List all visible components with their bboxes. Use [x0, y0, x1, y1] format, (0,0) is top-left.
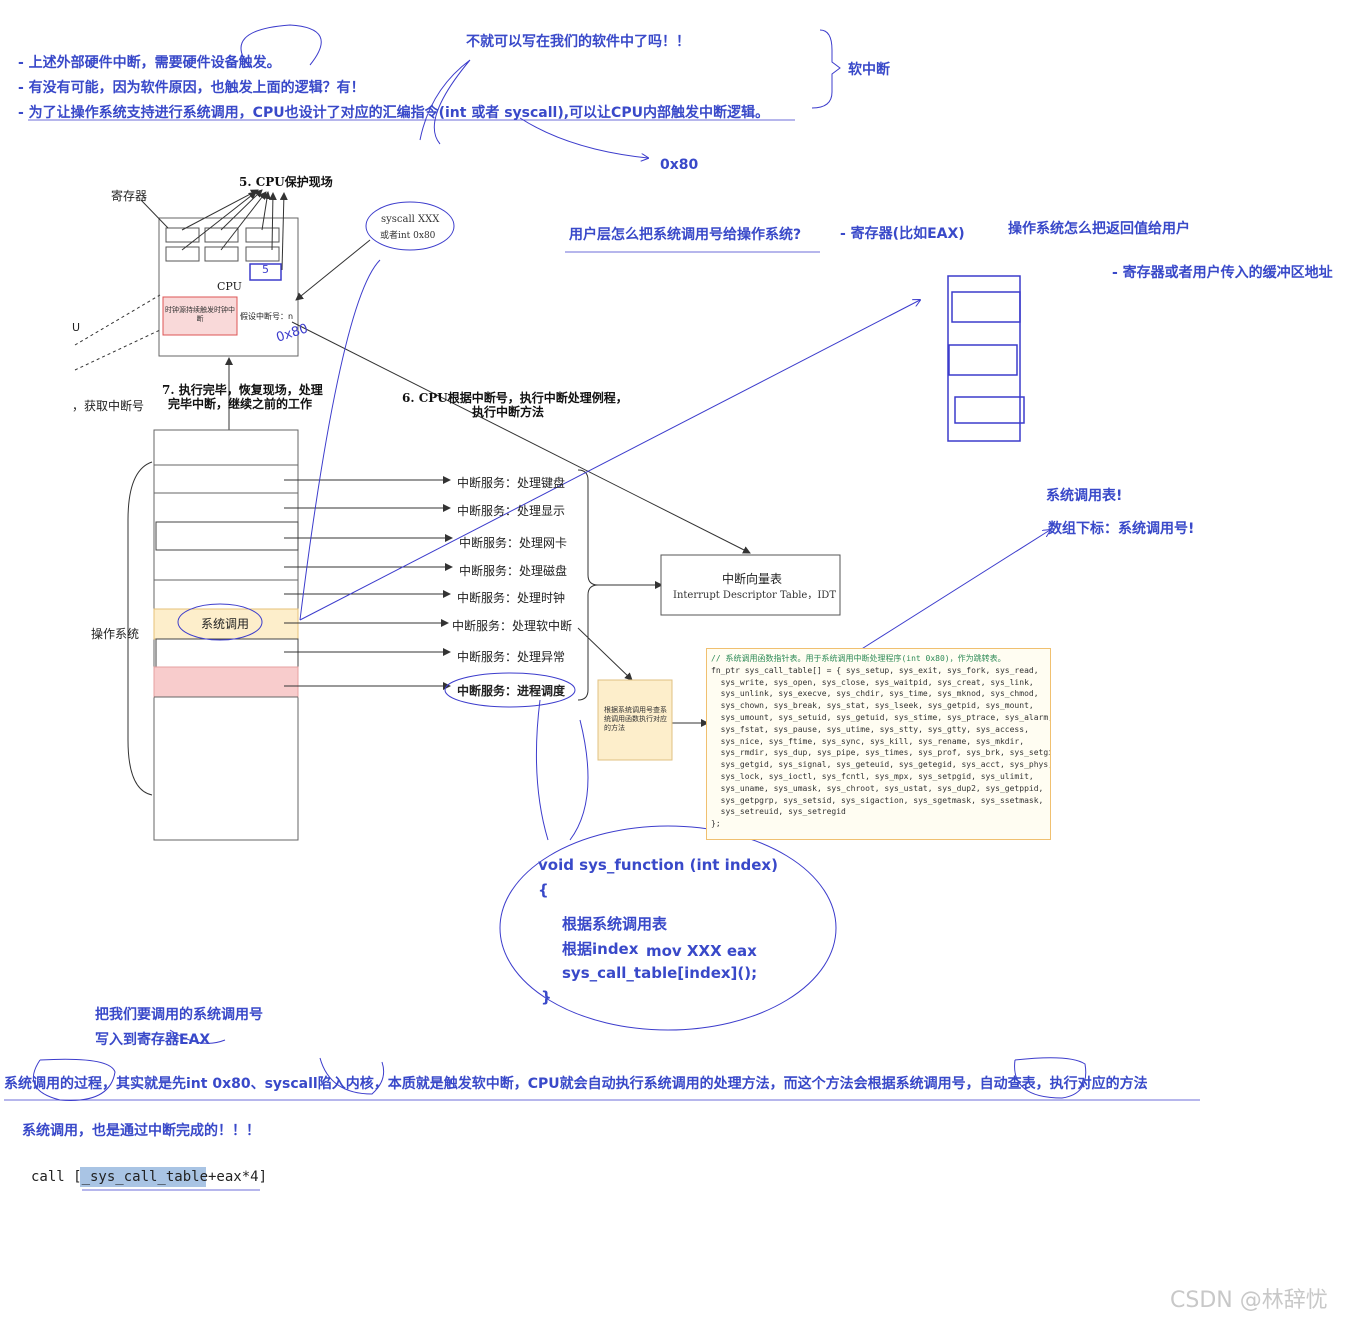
sticky-note-text: 根据系统调用号查系统调用函数执行对应的方法 — [604, 706, 667, 732]
bottom-put-line1: 把我们要调用的系统调用号 — [95, 1007, 263, 1023]
function-line1: 根据系统调用表 — [562, 915, 668, 933]
timer-box — [162, 296, 238, 336]
bottom-done: 系统调用，也是通过中断完成的！！！ — [22, 1123, 260, 1139]
service-clock: 中断服务：处理时钟 — [457, 591, 566, 605]
bottom-put-line2: 写入到寄存器EAX — [95, 1032, 211, 1048]
code-line: sys_getgid, sys_signal, sys_geteuid, sys… — [711, 760, 1051, 770]
register-cell — [204, 246, 239, 262]
code-lines: fn_ptr sys_call_table[] = { sys_setup, s… — [711, 665, 1051, 830]
code-line: sys_getpgrp, sys_setsid, sys_sigaction, … — [711, 795, 1044, 805]
service-exception: 中断服务：处理异常 — [457, 650, 566, 664]
service-nic: 中断服务：处理网卡 — [459, 536, 568, 550]
function-line3: sys_call_table[index](); — [562, 964, 758, 982]
bottom-asm: call [_sys_call_table+eax*4] — [31, 1169, 268, 1185]
step5-label: 5. CPU保护现场 — [239, 175, 333, 189]
note-line-1: - 上述外部硬件中断，需要硬件设备触发。 — [18, 55, 281, 71]
cpu-label: CPU — [217, 280, 242, 293]
step7-line1: 7. 执行完毕，恢复现场，处理 — [162, 383, 323, 397]
code-line: sys_umount, sys_setuid, sys_getuid, sys_… — [711, 712, 1051, 722]
assume-int-label: 假设中断号：n — [240, 312, 294, 321]
code-line: sys_fstat, sys_pause, sys_utime, sys_stt… — [711, 724, 1029, 734]
service-scheduler: 中断服务：进程调度 — [457, 684, 566, 698]
soft-interrupt-label: 软中断 — [848, 62, 890, 78]
handwritten-5: 5 — [262, 263, 269, 276]
code-line: fn_ptr sys_call_table[] = { sys_setup, s… — [711, 665, 1039, 675]
syscall-table-code: // 系统调用函数指针表。用于系统调用中断处理程序(int 0x80)，作为跳转… — [706, 648, 1051, 840]
service-disk: 中断服务：处理磁盘 — [459, 564, 568, 578]
table-index: 数组下标：系统调用号! — [1048, 521, 1195, 537]
function-close-brace: } — [541, 988, 552, 1006]
syscall-bubble-line1: syscall XXX — [381, 214, 440, 225]
syscall-bubble-line2: 或者int 0x80 — [380, 231, 436, 241]
asm-highlight — [80, 1167, 206, 1187]
step6-line2: 执行中断方法 — [472, 405, 545, 419]
left-fragment-get-int: ，获取中断号 — [72, 399, 145, 413]
note-line-3: - 为了让操作系统支持进行系统调用，CPU也设计了对应的汇编指令(int 或者 … — [18, 105, 769, 121]
question-user: 用户层怎么把系统调用号给操作系统? — [569, 227, 802, 243]
syscall-cell-label: 系统调用 — [201, 617, 250, 631]
register-highlight — [249, 263, 282, 281]
service-soft-interrupt: 中断服务：处理软中断 — [452, 619, 573, 633]
function-open-brace: { — [538, 881, 549, 899]
register-cell — [165, 227, 200, 243]
table-title: 系统调用表! — [1046, 488, 1123, 504]
register-cell — [165, 246, 200, 262]
answer-os: - 寄存器或者用户传入的缓冲区地址 — [1112, 265, 1333, 281]
code-line: sys_nice, sys_ftime, sys_sync, sys_kill,… — [711, 736, 1025, 746]
timer-label: 时钟源持续触发时钟中断 — [165, 306, 235, 323]
code-line: sys_chown, sys_break, sys_stat, sys_lsee… — [711, 701, 1034, 711]
code-line: }; — [711, 819, 721, 829]
left-fragment-u: U — [72, 321, 81, 334]
function-signature: void sys_function (int index) — [538, 856, 778, 874]
answer-user: - 寄存器(比如EAX) — [840, 226, 965, 242]
note-line-2: - 有没有可能，因为软件原因，也触发上面的逻辑？有！ — [18, 80, 365, 96]
sticky-note — [597, 679, 673, 761]
idt-subtitle: Interrupt Descriptor Table，IDT — [673, 590, 836, 601]
function-line2: 根据index — [562, 940, 639, 958]
code-line: sys_uname, sys_umask, sys_chroot, sys_us… — [711, 783, 1044, 793]
idt-title: 中断向量表 — [722, 572, 783, 586]
step6-line1: 6. CPU根据中断号，执行中断处理例程， — [402, 391, 628, 405]
bottom-summary: 系统调用的过程，其实就是先int 0x80、syscall陷入内核，本质就是触发… — [4, 1076, 1148, 1092]
code-line: sys_lock, sys_ioctl, sys_fcntl, sys_mpx,… — [711, 771, 1034, 781]
stack-frame — [947, 275, 1021, 442]
code-line: sys_rmdir, sys_dup, sys_pipe, sys_times,… — [711, 748, 1051, 758]
code-line: sys_write, sys_open, sys_close, sys_wait… — [711, 677, 1034, 687]
register-cell — [245, 227, 280, 243]
step7-line2: 完毕中断，继续之前的工作 — [168, 397, 313, 411]
service-keyboard: 中断服务：处理键盘 — [457, 476, 566, 490]
question-os: 操作系统怎么把返回值给用户 — [1008, 221, 1190, 237]
function-line2b: mov XXX eax — [646, 942, 757, 960]
register-label: 寄存器 — [111, 189, 148, 203]
register-cell — [245, 246, 280, 262]
service-display: 中断服务：处理显示 — [457, 504, 566, 518]
watermark: CSDN @林辞忧 — [1170, 1288, 1328, 1313]
code-line: sys_setreuid, sys_setregid — [711, 807, 846, 817]
code-line: sys_unlink, sys_execve, sys_chdir, sys_t… — [711, 689, 1039, 699]
idt-box — [660, 554, 841, 616]
sched-cell-fill — [153, 666, 299, 698]
os-label: 操作系统 — [91, 627, 140, 641]
hex-0x80-label: 0x80 — [660, 157, 699, 173]
note-question: 不就可以写在我们的软件中了吗！！ — [466, 34, 690, 50]
code-comment: // 系统调用函数指针表。用于系统调用中断处理程序(int 0x80)，作为跳转… — [711, 654, 1006, 663]
